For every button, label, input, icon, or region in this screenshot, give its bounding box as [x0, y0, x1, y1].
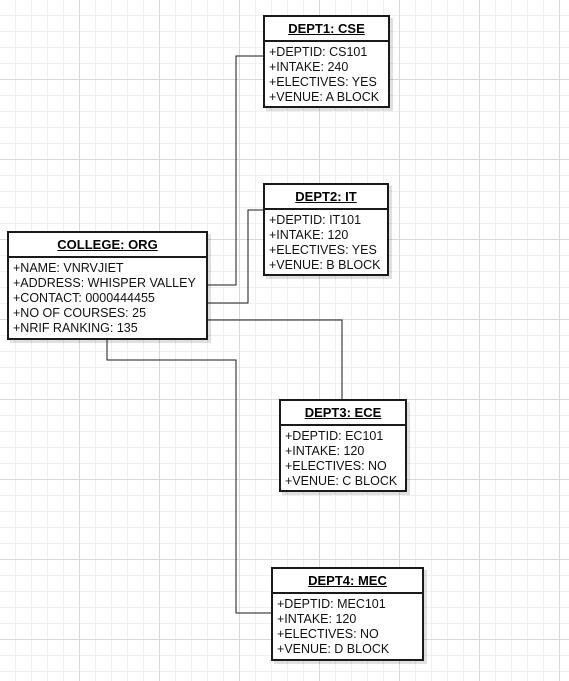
class-title-dept4: DEPT4: MEC [273, 569, 422, 594]
connector-college-dept4[interactable] [106, 340, 272, 614]
class-box-dept1[interactable]: DEPT1: CSE +DEPTID: CS101 +INTAKE: 240 +… [263, 15, 390, 108]
attribute-deptid: +DEPTID: IT101 [269, 213, 362, 227]
attribute-electives: +ELECTIVES: NO [285, 459, 387, 473]
class-attributes-dept1: +DEPTID: CS101 +INTAKE: 240 +ELECTIVES: … [265, 42, 388, 105]
attribute-deptid: +DEPTID: CS101 [269, 45, 368, 59]
attribute-venue: +VENUE: A BLOCK [269, 90, 380, 104]
attribute-deptid: +DEPTID: MEC101 [277, 597, 386, 611]
attribute-intake: +INTAKE: 120 [277, 612, 357, 626]
attribute-intake: +INTAKE: 120 [285, 444, 365, 458]
class-box-dept3[interactable]: DEPT3: ECE +DEPTID: EC101 +INTAKE: 120 +… [279, 399, 407, 492]
class-attributes-dept2: +DEPTID: IT101 +INTAKE: 120 +ELECTIVES: … [265, 210, 387, 273]
attribute-contact: +CONTACT: 0000444455 [13, 291, 155, 305]
class-title-college: COLLEGE: ORG [9, 233, 206, 258]
attribute-venue: +VENUE: C BLOCK [285, 474, 398, 488]
connector-college-dept2[interactable] [208, 209, 264, 304]
class-attributes-dept4: +DEPTID: MEC101 +INTAKE: 120 +ELECTIVES:… [273, 594, 422, 657]
class-title-dept2: DEPT2: IT [265, 185, 387, 210]
attribute-name: +NAME: VNRVJIET [13, 261, 124, 275]
class-attributes-college: +NAME: VNRVJIET +ADDRESS: WHISPER VALLEY… [9, 258, 206, 336]
class-box-dept2[interactable]: DEPT2: IT +DEPTID: IT101 +INTAKE: 120 +E… [263, 183, 389, 276]
attribute-electives: +ELECTIVES: NO [277, 627, 379, 641]
class-title-dept3: DEPT3: ECE [281, 401, 405, 426]
connector-college-dept3[interactable] [208, 319, 343, 400]
attribute-venue: +VENUE: D BLOCK [277, 642, 390, 656]
attribute-venue: +VENUE: B BLOCK [269, 258, 381, 272]
attribute-electives: +ELECTIVES: YES [269, 75, 377, 89]
attribute-deptid: +DEPTID: EC101 [285, 429, 384, 443]
attribute-electives: +ELECTIVES: YES [269, 243, 377, 257]
class-attributes-dept3: +DEPTID: EC101 +INTAKE: 120 +ELECTIVES: … [281, 426, 405, 489]
connector-college-dept1[interactable] [208, 55, 264, 286]
attribute-address: +ADDRESS: WHISPER VALLEY [13, 276, 196, 290]
class-box-college[interactable]: COLLEGE: ORG +NAME: VNRVJIET +ADDRESS: W… [7, 231, 208, 340]
attribute-no-of-courses: +NO OF COURSES: 25 [13, 306, 147, 320]
class-title-dept1: DEPT1: CSE [265, 17, 388, 42]
class-box-dept4[interactable]: DEPT4: MEC +DEPTID: MEC101 +INTAKE: 120 … [271, 567, 424, 661]
attribute-intake: +INTAKE: 240 [269, 60, 349, 74]
attribute-intake: +INTAKE: 120 [269, 228, 349, 242]
attribute-nrif-ranking: +NRIF RANKING: 135 [13, 321, 138, 335]
